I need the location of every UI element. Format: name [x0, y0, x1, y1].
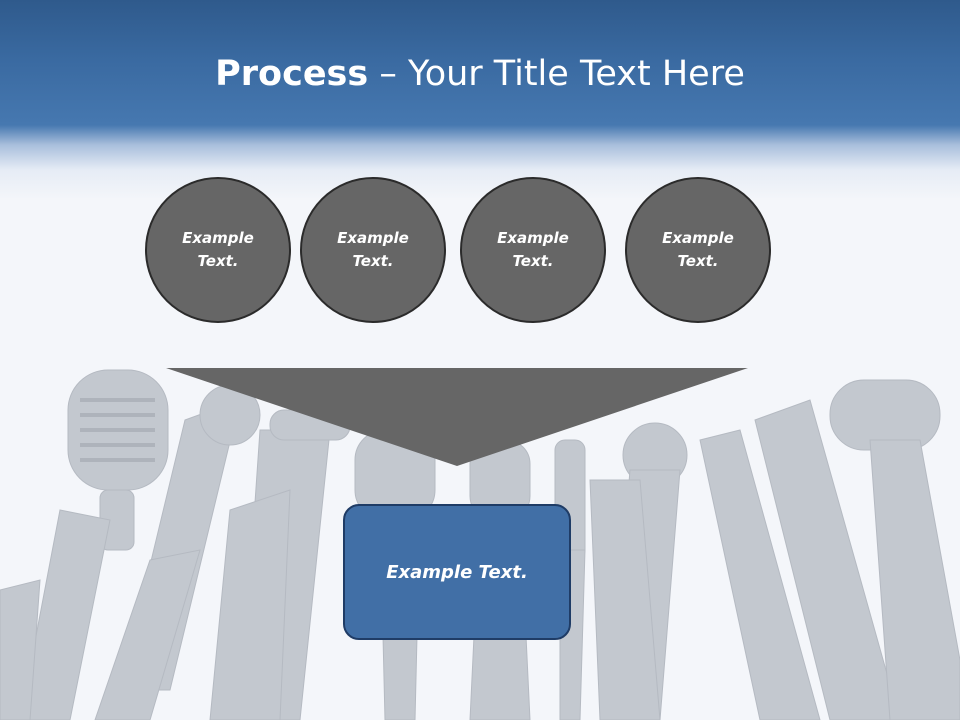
result-box: Example Text. — [343, 504, 571, 640]
step-circle-label: Example Text. — [337, 229, 409, 270]
step-circle-label: Example Text. — [497, 229, 569, 270]
step-circle-3: Example Text. — [460, 177, 606, 323]
title-rest: – Your Title Text Here — [368, 54, 745, 94]
header-band — [0, 0, 960, 200]
step-circle-label: Example Text. — [662, 229, 734, 270]
step-circle-label: Example Text. — [182, 229, 254, 270]
slide-title: Process – Your Title Text Here — [0, 52, 960, 96]
step-circle-4: Example Text. — [625, 177, 771, 323]
step-circle-1: Example Text. — [145, 177, 291, 323]
step-circle-2: Example Text. — [300, 177, 446, 323]
title-bold: Process — [215, 54, 369, 94]
result-box-label: Example Text. — [386, 561, 528, 583]
